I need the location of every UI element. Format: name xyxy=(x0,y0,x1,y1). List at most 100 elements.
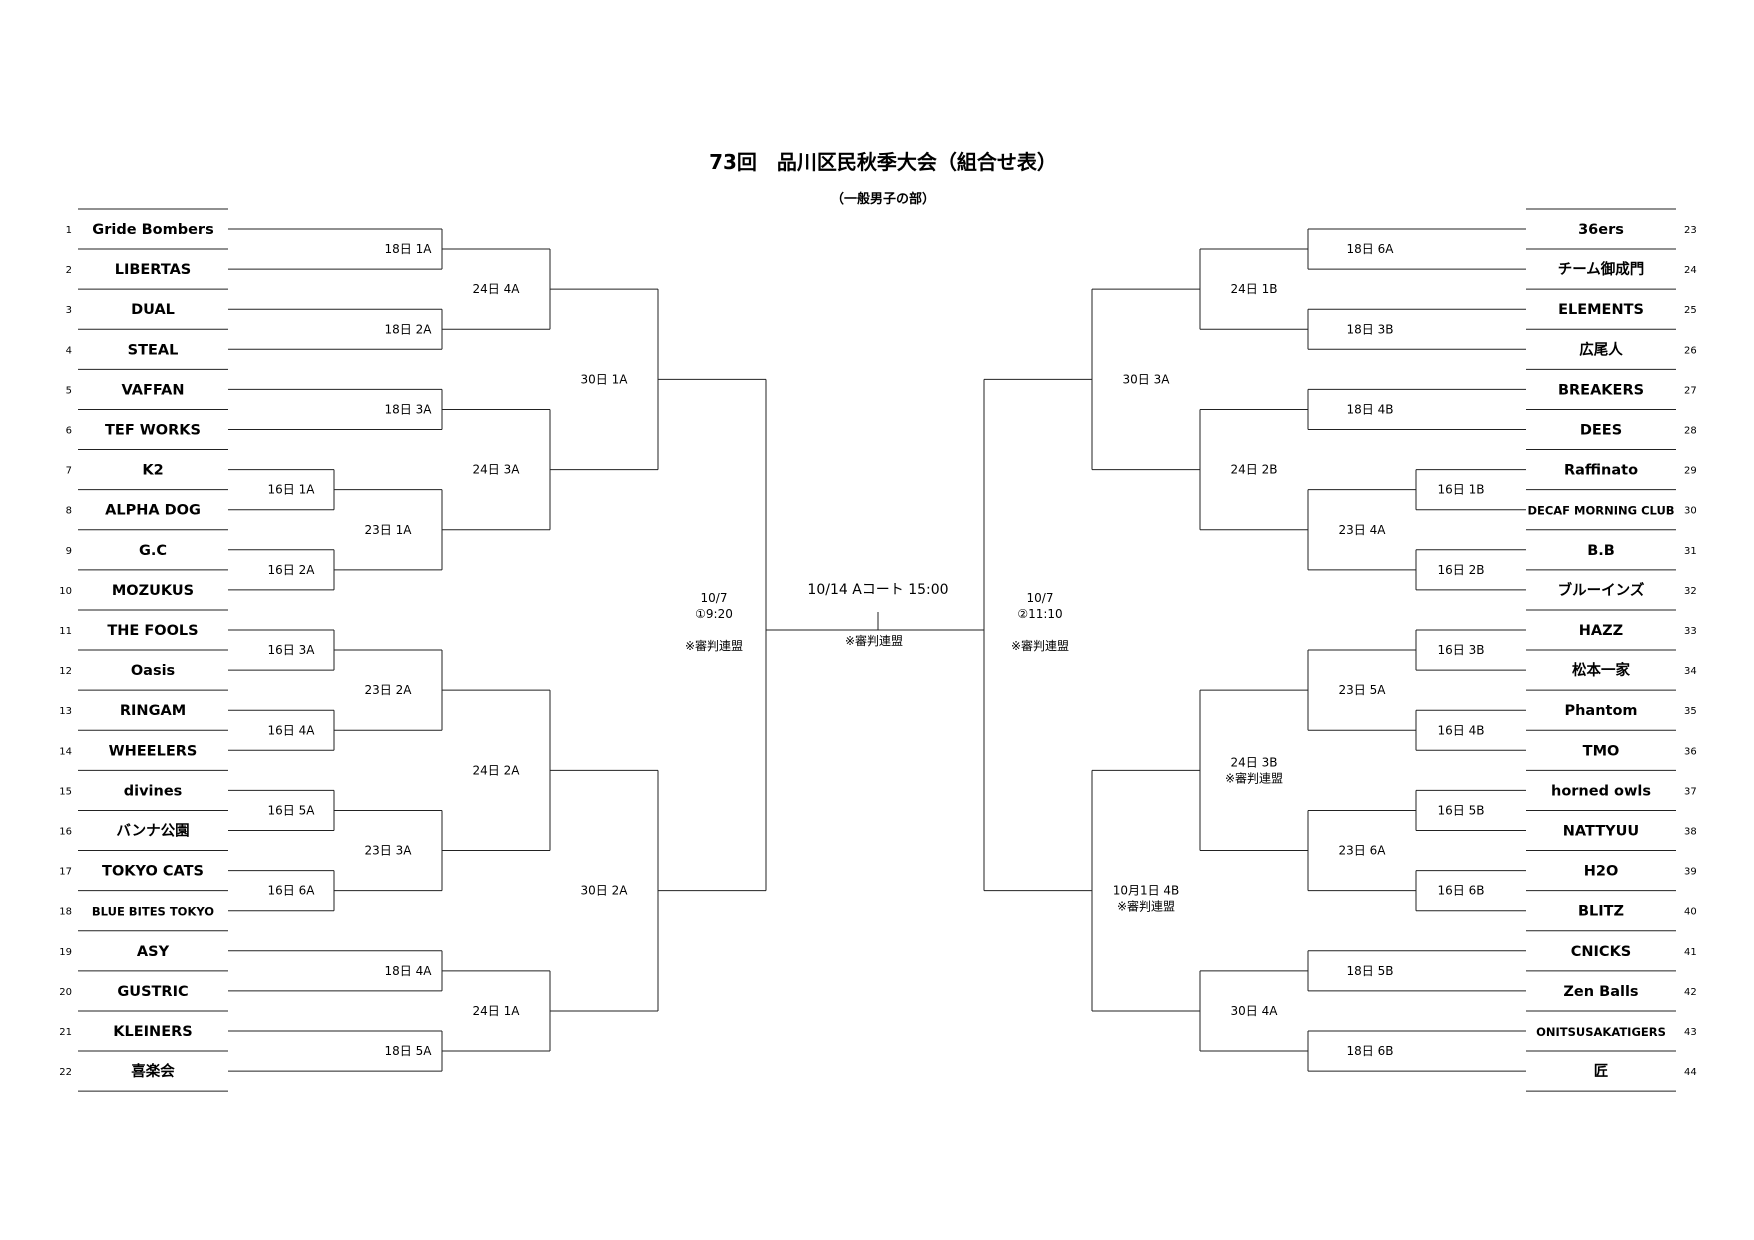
team-entry: 1 Gride Bombers xyxy=(66,222,214,238)
seed-number: 12 xyxy=(59,666,72,677)
match-label: 18日 3A xyxy=(385,402,433,416)
seed-number: 7 xyxy=(66,466,72,477)
match-label: 16日 6B xyxy=(1438,884,1485,898)
match-label: 18日 4A xyxy=(385,964,433,978)
match-label: 23日 1A xyxy=(365,523,413,537)
bracket-lines xyxy=(78,208,1676,1092)
match-note: ※審判連盟 xyxy=(1117,899,1175,914)
team-name: Gride Bombers xyxy=(92,222,213,238)
seed-number: 33 xyxy=(1684,626,1697,637)
semifinal-right-date: 10/7 xyxy=(1027,591,1054,605)
seed-number: 23 xyxy=(1684,225,1697,236)
match-label: 16日 6A xyxy=(268,884,316,898)
match-label: 16日 3B xyxy=(1438,643,1485,657)
team-name: Raffinato xyxy=(1564,463,1638,479)
seed-number: 30 xyxy=(1684,506,1697,517)
match-label: 24日 4A xyxy=(473,282,521,296)
match-label: 16日 2B xyxy=(1438,563,1485,577)
seed-number: 4 xyxy=(66,345,72,356)
team-name: NATTYUU xyxy=(1563,824,1639,840)
team-name: MOZUKUS xyxy=(112,583,194,599)
seed-number: 1 xyxy=(66,225,72,236)
seed-number: 41 xyxy=(1684,947,1697,958)
seed-number: 14 xyxy=(59,746,72,757)
team-entry: 44匠 xyxy=(1594,1063,1697,1080)
team-entry: 2 LIBERTAS xyxy=(66,262,192,278)
seed-number: 31 xyxy=(1684,546,1697,557)
team-entry: 23 36ers xyxy=(1578,222,1697,238)
seed-number: 29 xyxy=(1684,466,1697,477)
seed-number: 2 xyxy=(66,265,72,276)
team-name: H2O xyxy=(1584,864,1619,880)
seed-number: 19 xyxy=(59,947,72,958)
team-name: RINGAM xyxy=(120,703,186,719)
team-name: divines xyxy=(124,783,183,799)
match-label: 24日 1B xyxy=(1231,282,1278,296)
seed-number: 6 xyxy=(66,426,72,437)
seed-number: 21 xyxy=(59,1027,72,1038)
match-label: 24日 3B xyxy=(1231,755,1278,769)
team-entry: 14 WHEELERS xyxy=(59,743,197,759)
team-name: TOKYO CATS xyxy=(102,864,204,880)
semifinal-left-date: 10/7 xyxy=(701,591,728,605)
team-name: TMO xyxy=(1583,743,1620,759)
match-label: 16日 4B xyxy=(1438,723,1485,737)
team-name: DEES xyxy=(1580,423,1622,439)
team-name: ELEMENTS xyxy=(1558,302,1644,318)
team-name: LIBERTAS xyxy=(115,262,192,278)
match-label: 18日 5B xyxy=(1347,964,1394,978)
team-name: Phantom xyxy=(1564,703,1637,719)
team-name: 松本一家 xyxy=(1572,661,1630,679)
team-name: GUSTRIC xyxy=(117,984,188,1000)
seed-number: 9 xyxy=(66,546,72,557)
team-name: DUAL xyxy=(131,302,175,318)
semifinal-left-time: ①9:20 xyxy=(695,607,733,621)
seed-number: 10 xyxy=(59,586,72,597)
team-name: TEF WORKS xyxy=(105,423,201,439)
seed-number: 39 xyxy=(1684,867,1697,878)
page-subtitle: （一般男子の部） xyxy=(831,191,935,207)
seed-number: 26 xyxy=(1684,345,1697,356)
seed-number: 3 xyxy=(66,305,72,316)
match-label: 16日 1A xyxy=(268,483,316,497)
seed-number: 17 xyxy=(59,867,72,878)
match-label: 23日 6A xyxy=(1339,844,1387,858)
match-label: 16日 5B xyxy=(1438,803,1485,817)
team-name: 広尾人 xyxy=(1579,340,1623,358)
team-name: バンナ公園 xyxy=(116,823,189,840)
team-entry: 31B.B xyxy=(1587,543,1697,559)
team-name: ASY xyxy=(137,944,170,960)
match-label: 16日 1B xyxy=(1438,483,1485,497)
match-label: 16日 4A xyxy=(268,723,316,737)
team-entry: 10 MOZUKUS xyxy=(59,583,194,599)
team-name: THE FOOLS xyxy=(107,623,198,639)
match-label: 16日 5A xyxy=(268,803,316,817)
seed-number: 42 xyxy=(1684,987,1697,998)
semifinal-right-note: ※審判連盟 xyxy=(1011,638,1069,653)
match-label: 23日 5A xyxy=(1339,683,1387,697)
team-entry: 3 DUAL xyxy=(66,302,175,318)
team-name: WHEELERS xyxy=(109,743,198,759)
team-name: 36ers xyxy=(1578,222,1624,238)
team-name: HAZZ xyxy=(1579,623,1623,639)
match-label: 30日 1A xyxy=(581,372,629,386)
team-name: Zen Balls xyxy=(1563,984,1638,1000)
match-label: 30日 3A xyxy=(1123,372,1171,386)
match-label: 16日 3A xyxy=(268,643,316,657)
match-label: 23日 3A xyxy=(365,844,413,858)
